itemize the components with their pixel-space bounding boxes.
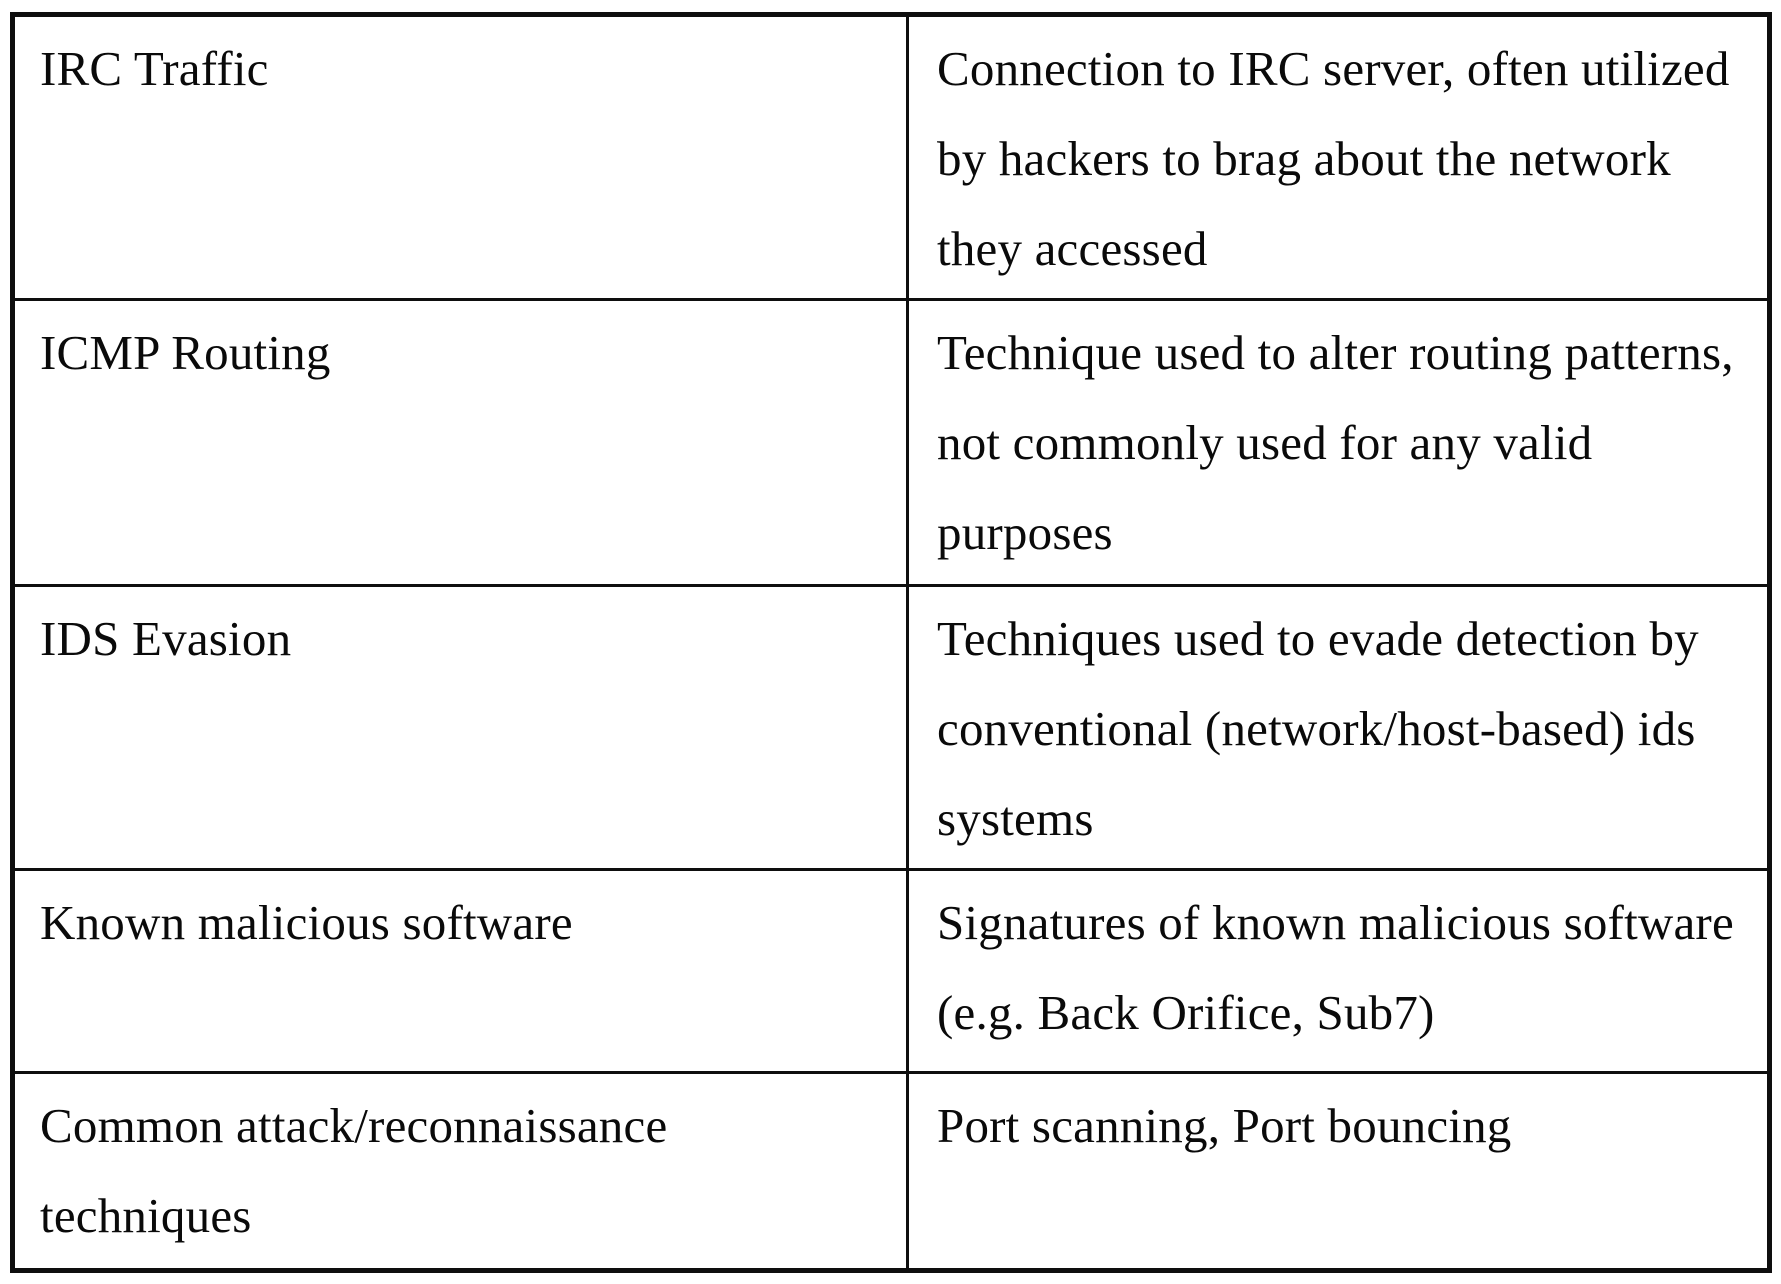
term-cell: IDS Evasion bbox=[11, 584, 909, 871]
table-row: ICMP Routing Technique used to alter rou… bbox=[11, 298, 1771, 587]
table-row: Common attack/reconnaissance techniques … bbox=[11, 1071, 1771, 1272]
term-cell: ICMP Routing bbox=[11, 298, 909, 587]
table-row: IRC Traffic Connection to IRC server, of… bbox=[11, 13, 1771, 301]
description-cell: Signatures of known malicious software (… bbox=[906, 868, 1771, 1074]
description-cell: Techniques used to evade detection by co… bbox=[906, 584, 1771, 871]
term-cell: Common attack/reconnaissance techniques bbox=[11, 1071, 909, 1272]
table-row: IDS Evasion Techniques used to evade det… bbox=[11, 584, 1771, 871]
description-cell: Port scanning, Port bouncing bbox=[906, 1071, 1771, 1272]
definitions-table: IRC Traffic Connection to IRC server, of… bbox=[10, 12, 1772, 1273]
term-cell: IRC Traffic bbox=[11, 13, 909, 301]
table-row: Known malicious software Signatures of k… bbox=[11, 868, 1771, 1074]
term-cell: Known malicious software bbox=[11, 868, 909, 1074]
description-cell: Technique used to alter routing patterns… bbox=[906, 298, 1771, 587]
description-cell: Connection to IRC server, often utilized… bbox=[906, 13, 1771, 301]
